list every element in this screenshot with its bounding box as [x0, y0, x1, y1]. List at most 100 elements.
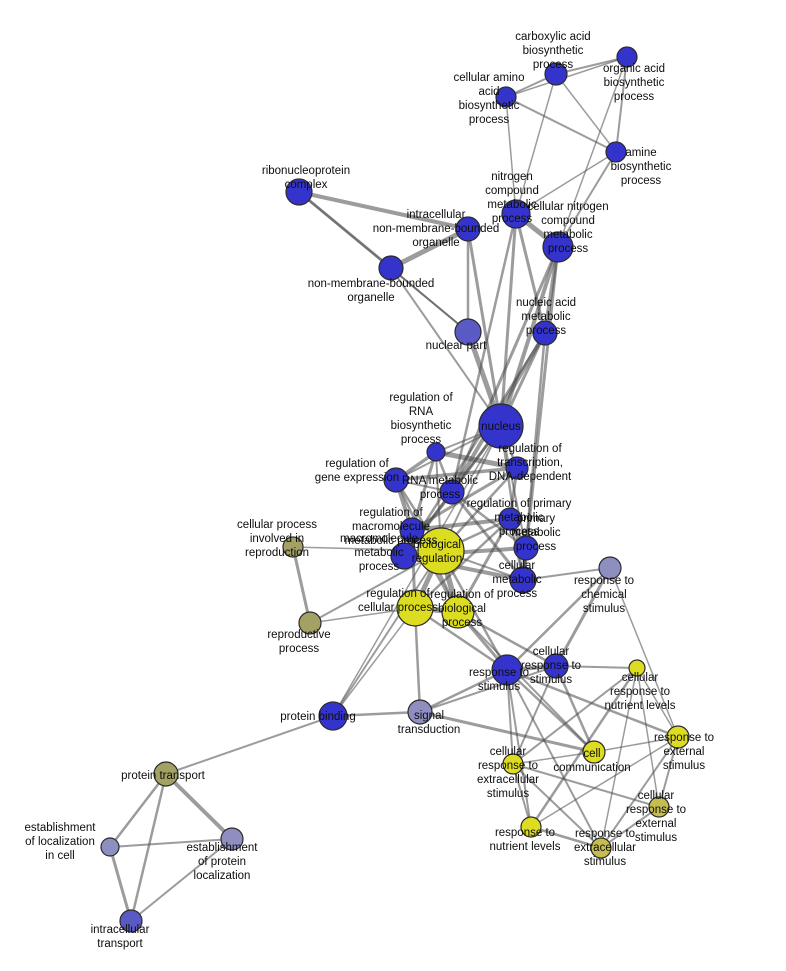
edge-rext-cc [593, 736, 679, 753]
node-rchs[interactable] [598, 556, 622, 580]
edge-rext-rextr [600, 736, 679, 849]
edge-cpir-rp [291, 545, 312, 625]
node-st[interactable] [407, 699, 433, 725]
edge-rs-rextr [506, 669, 602, 849]
node-rnamp[interactable] [439, 479, 465, 505]
edge-crnl-crexs [636, 667, 660, 808]
node-label-pt: protein transport [121, 770, 206, 782]
node-nmbo[interactable] [378, 255, 404, 281]
node-rnp[interactable] [285, 178, 313, 206]
edge-cc-st [418, 710, 596, 754]
node-nucl[interactable] [478, 403, 524, 449]
node-rtdd[interactable] [505, 456, 529, 480]
node-it[interactable] [119, 909, 143, 933]
node-namp[interactable] [532, 320, 558, 346]
edge-orga-cncm [557, 56, 628, 248]
node-pt[interactable] [153, 761, 179, 787]
node-orga[interactable] [616, 46, 638, 68]
node-rge[interactable] [383, 467, 409, 493]
node-crexs[interactable] [648, 796, 670, 818]
node-cres[interactable] [502, 753, 524, 775]
node-rnl[interactable] [520, 816, 542, 838]
node-cpir[interactable] [282, 536, 304, 558]
node-amin[interactable] [605, 141, 627, 163]
node-rcp[interactable] [396, 589, 434, 627]
node-crs[interactable] [543, 653, 569, 679]
node-rs[interactable] [491, 654, 523, 686]
node-caab[interactable] [495, 86, 517, 108]
node-carb[interactable] [544, 62, 568, 86]
node-cmp[interactable] [509, 566, 537, 594]
node-cncm[interactable] [542, 231, 574, 263]
edge-crnl-rextr [600, 667, 638, 849]
edge-caab-ncmp [505, 96, 517, 215]
edge-ncmp-nucl [499, 212, 518, 428]
edge-rrbp-rmmp [410, 450, 438, 532]
node-rmmp[interactable] [399, 517, 425, 543]
node-nupart[interactable] [454, 318, 482, 346]
node-rext[interactable] [666, 725, 690, 749]
edge-rnamp-cmp [450, 490, 525, 582]
node-inmo[interactable] [455, 216, 481, 242]
node-rpmp[interactable] [498, 507, 522, 531]
node-elc[interactable] [100, 837, 120, 857]
edge-crs-cc [554, 664, 596, 754]
edge-pt-it [129, 772, 168, 923]
node-mmp[interactable] [390, 542, 418, 570]
node-pmp[interactable] [513, 535, 539, 561]
edge-rbp-crs [456, 610, 558, 668]
node-bior[interactable] [417, 527, 465, 575]
edge-ncmp-namp [514, 212, 547, 335]
edge-inmo-nucl [466, 227, 503, 428]
node-pb[interactable] [318, 701, 348, 731]
edge-inmo-nmbo [388, 226, 471, 271]
edge-rs-cc [505, 668, 596, 754]
node-label-pb: protein binding [280, 711, 355, 723]
edge-epl-elc [109, 838, 233, 848]
node-cc[interactable] [582, 740, 606, 764]
edge-pt-elc [108, 772, 168, 849]
node-rp[interactable] [298, 611, 322, 635]
edge-crs-st [419, 665, 557, 713]
node-crnl[interactable] [628, 659, 646, 677]
node-epl[interactable] [220, 827, 244, 851]
node-ncmp[interactable] [501, 199, 531, 229]
edge-cc-cres [512, 751, 595, 765]
edge-caab-amin [505, 96, 617, 153]
node-rbp[interactable] [441, 595, 475, 629]
edge-namp-mmp [402, 331, 547, 558]
edge-carb-ncmp [515, 73, 557, 215]
edge-rnl-rextr [529, 825, 603, 850]
edge-bior-pb [332, 550, 442, 717]
node-rrbp[interactable] [426, 442, 446, 462]
node-rextr[interactable] [590, 837, 612, 859]
edge-amin-ncmp [515, 151, 617, 215]
edge-pb-pt [165, 715, 334, 775]
